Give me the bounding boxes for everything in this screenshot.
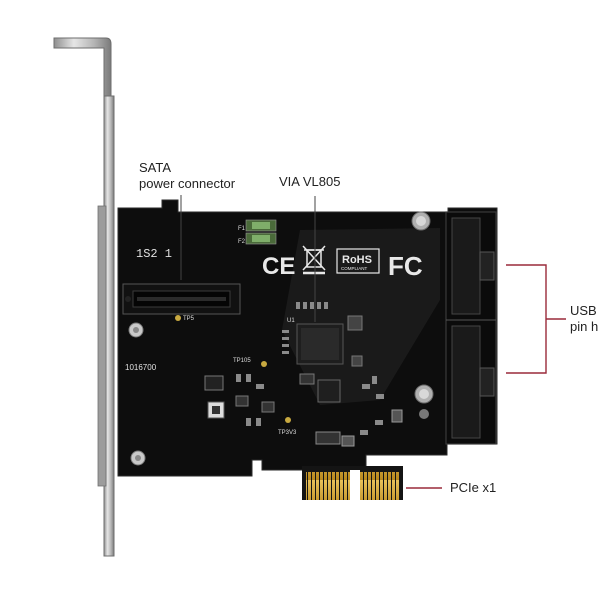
sata-callout-line2: power connector: [139, 176, 236, 191]
sata-power-connector: [122, 283, 241, 315]
pcie-edge-connector: [302, 466, 403, 500]
pcie-x1-callout: PCIe x1: [450, 480, 497, 495]
fuses: F1 F2: [238, 219, 277, 245]
ce-mark: CE: [262, 253, 295, 280]
via-vl805-callout: VIA VL805: [279, 174, 341, 189]
usb-pin-header-callout: USB pin h: [570, 303, 598, 335]
rohs-badge: [336, 248, 380, 274]
tp5-label: TP5: [183, 316, 195, 322]
usb-callout-line2: pin h: [570, 319, 599, 334]
model-number: 1016700: [125, 363, 157, 372]
certification-marks: CE RoHS COMPLIANT FC: [262, 245, 423, 281]
tp3v3-label: TP3V3: [278, 430, 297, 436]
fcc-mark: FC: [388, 251, 423, 281]
usb-pin-header: [445, 211, 497, 445]
smd-components: [175, 302, 384, 445]
rohs-compliant-text: COMPLIANT: [341, 266, 368, 271]
sata-callout-line1: SATA: [139, 160, 172, 175]
usb-bracket: [506, 264, 547, 374]
chip-mark-text: 1S2 1: [136, 247, 172, 261]
fuse-f2-label: F2: [238, 239, 246, 245]
test-points: TP5 TP105 TP3V3: [183, 316, 297, 436]
rohs-text: RoHS: [342, 254, 372, 266]
sata-power-connector-callout: SATA power connector: [139, 160, 235, 192]
tp105-label: TP105: [233, 358, 251, 364]
metal-bracket: [53, 37, 115, 557]
capacitors: [341, 211, 434, 447]
usb-callout-line1: USB: [570, 303, 597, 318]
chip-u1-label: U1: [287, 318, 295, 324]
mounting-holes: [128, 322, 429, 466]
callout-leaders: [180, 195, 566, 489]
via-vl805-chip: U1: [287, 318, 344, 365]
weee-icon: [302, 245, 326, 275]
fuse-f1-label: F1: [238, 226, 246, 232]
